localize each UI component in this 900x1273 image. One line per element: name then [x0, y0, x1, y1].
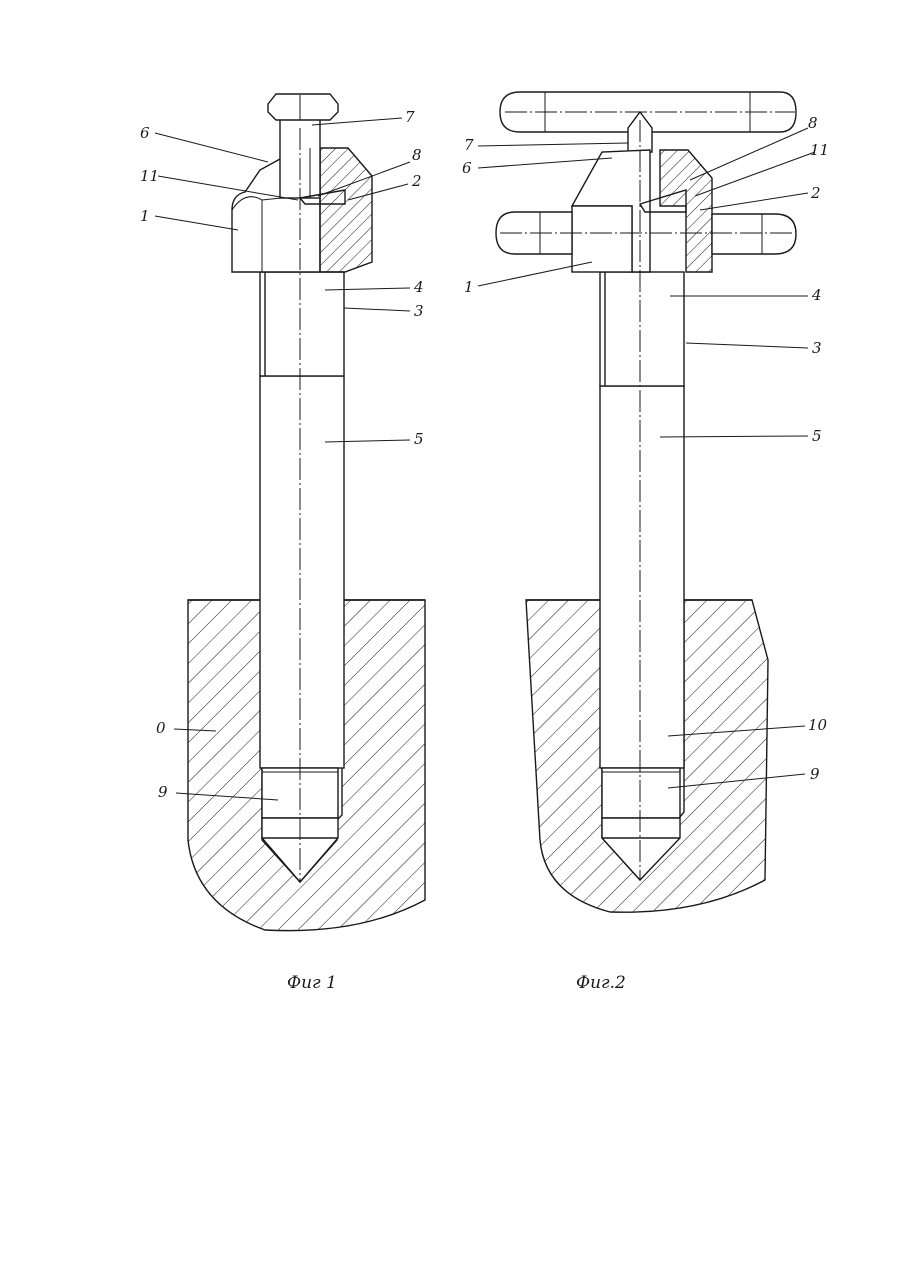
fig1-label-6: 6: [140, 124, 150, 142]
figure-2-caption: Фиг.2: [576, 973, 626, 993]
fig2-label-7: 7: [464, 136, 474, 154]
collar: [320, 148, 372, 272]
sleeve-3: [600, 272, 684, 386]
fig1-label-11: 11: [140, 167, 159, 185]
fig2-label-10: 10: [808, 716, 828, 734]
fig2-label-1: 1: [464, 278, 474, 296]
fig2-label-2: 2: [810, 184, 821, 202]
figure-2: [496, 92, 796, 912]
fig1-label-8: 8: [412, 146, 422, 164]
fig1-label-7: 7: [405, 108, 415, 126]
fig2-label-4: 4: [811, 286, 822, 304]
fig2-label-6: 6: [462, 159, 472, 177]
bolt-head: [268, 94, 338, 120]
fig1-label-1: 1: [140, 207, 150, 225]
fig2-label-8: 8: [808, 114, 818, 132]
fig1-label-9: 9: [158, 783, 168, 801]
rod-5: [260, 376, 344, 768]
tip-9: [602, 768, 680, 818]
fig2-label-3: 3: [812, 339, 822, 357]
fig1-label-2: 2: [411, 172, 422, 190]
fig1-label-3: 3: [414, 302, 424, 320]
nut-block: [572, 206, 632, 272]
rod-5: [600, 386, 684, 768]
fig1-label-4: 4: [413, 278, 424, 296]
fig1-label-5: 5: [414, 430, 424, 448]
figure-1-caption: Фиг 1: [287, 973, 337, 993]
fig2-label-11: 11: [810, 141, 829, 159]
sleeve-3: [260, 272, 344, 376]
figure-1: [188, 94, 425, 931]
fig2-label-9: 9: [810, 765, 820, 783]
fig1-label-10: 0: [156, 719, 166, 737]
fig2-label-5: 5: [812, 427, 822, 445]
